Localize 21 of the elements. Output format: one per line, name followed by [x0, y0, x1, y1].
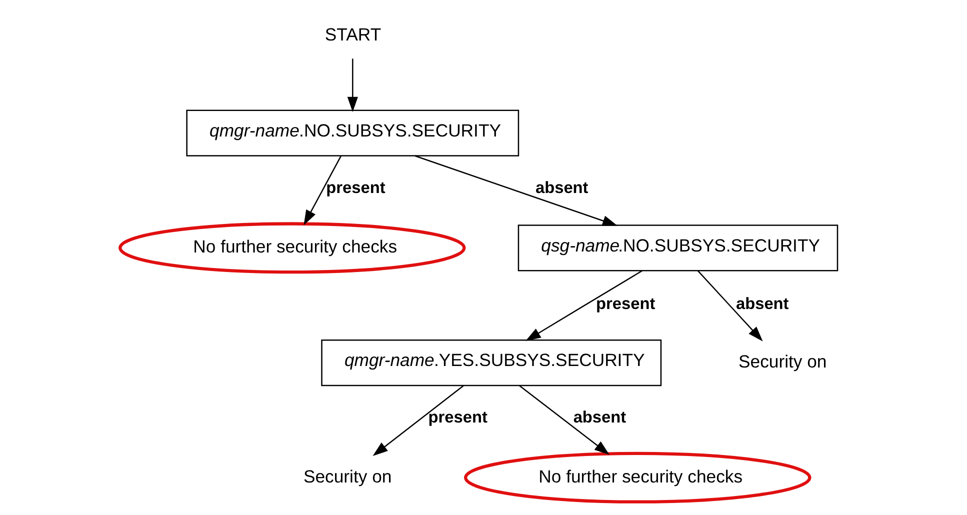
node-text: Security on — [303, 466, 392, 486]
edge-label: present — [596, 295, 656, 314]
edge-label: absent — [535, 178, 588, 197]
node-ellipse: No further security checks — [118, 222, 466, 274]
node-text: START — [324, 24, 382, 45]
edge-label: absent — [736, 295, 789, 314]
node-box: qsg-name.NO.SUBSYS.SECURITY — [518, 224, 838, 272]
edge-label: absent — [573, 408, 626, 427]
arrow — [697, 270, 763, 342]
edge-label: present — [326, 178, 386, 197]
arrow — [526, 270, 642, 341]
node-box: qmgr-name.NO.SUBSYS.SECURITY — [186, 110, 520, 156]
node-box: qmgr-name.YES.SUBSYS.SECURITY — [321, 339, 662, 386]
arrow — [519, 385, 610, 455]
node-ellipse: No further security checks — [464, 452, 812, 504]
arrow — [347, 58, 358, 112]
arrow — [304, 156, 342, 226]
arrow — [372, 385, 464, 456]
node-text: Security on — [738, 351, 827, 372]
edge-label: present — [428, 408, 488, 427]
arrow — [414, 155, 618, 226]
